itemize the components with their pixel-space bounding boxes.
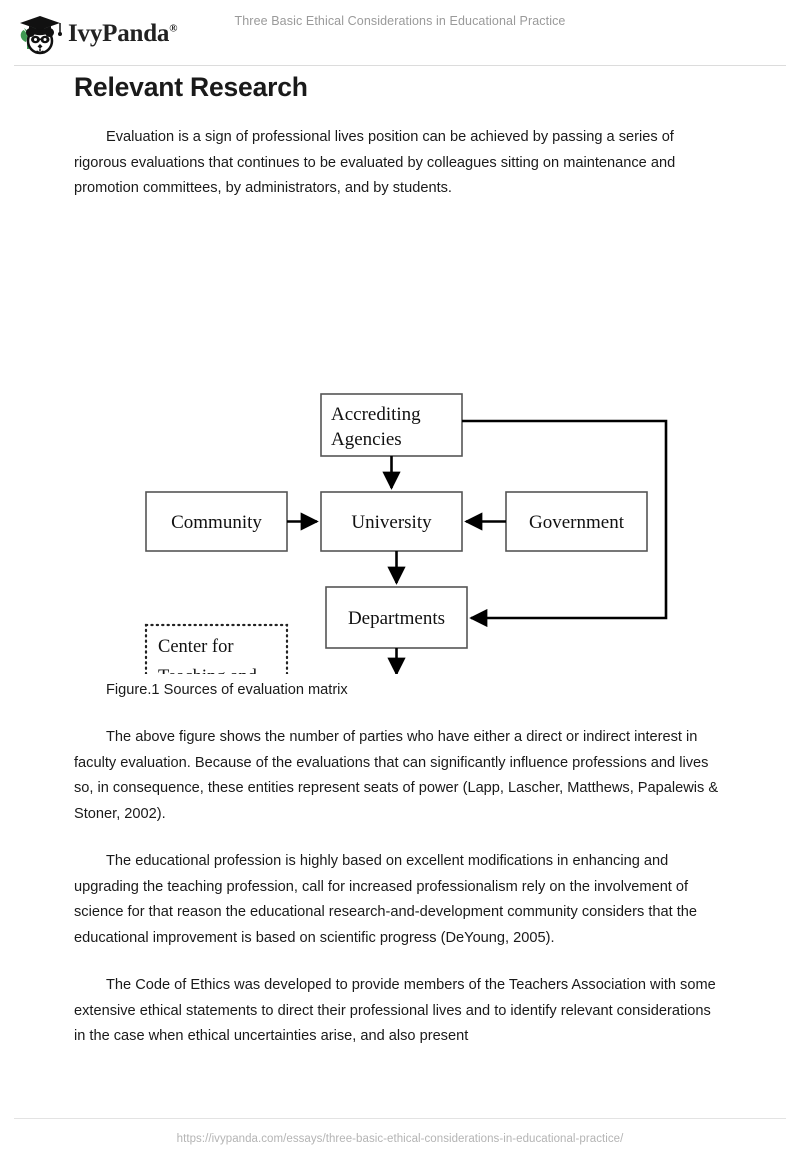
edge-accrediting-to-departments: [462, 419, 668, 627]
paragraph-figure-discussion: The above figure shows the number of par…: [74, 729, 719, 822]
source-url[interactable]: https://ivypanda.com/essays/three-basic-…: [176, 1133, 624, 1145]
node-center-for-teaching-and-learning: Center for Teaching and Learning: [144, 623, 289, 674]
registered-mark: ®: [169, 22, 178, 35]
node-label: Departments: [348, 608, 445, 629]
node-departments: Departments: [325, 585, 468, 649]
paragraph-intro: Evaluation is a sign of professional liv…: [74, 129, 676, 196]
node-government: Government: [505, 490, 648, 552]
brand-logo-link[interactable]: IvyPanda®: [14, 10, 177, 56]
node-community: Community: [145, 490, 288, 552]
document-content: Relevant Research Evaluation is a sign o…: [74, 72, 724, 1072]
brand-name-text: IvyPanda: [68, 19, 170, 47]
evaluation-matrix-diagram: Accrediting Agencies Community Universit…: [144, 392, 668, 674]
node-label-line2: Teaching and: [158, 667, 258, 674]
node-label-line1: Center for: [158, 637, 234, 657]
brand-wordmark: IvyPanda®: [68, 21, 177, 46]
node-label: University: [351, 512, 432, 533]
figure-caption: Figure.1 Sources of evaluation matrix: [106, 681, 348, 698]
page-title: Relevant Research: [74, 72, 308, 102]
node-accrediting-agencies: Accrediting Agencies: [320, 392, 463, 457]
header-divider: [14, 65, 786, 66]
node-label-line1: Accrediting: [331, 404, 421, 425]
node-label: Community: [171, 512, 262, 533]
node-label: Government: [529, 512, 625, 533]
figure-sources-of-evaluation-matrix: Accrediting Agencies Community Universit…: [72, 224, 722, 674]
node-university: University: [320, 490, 463, 552]
paragraph-code-of-ethics: The Code of Ethics was developed to prov…: [74, 977, 716, 1044]
footer-divider: [14, 1118, 786, 1119]
node-label-line2: Agencies: [331, 429, 402, 450]
paragraph-educational-profession: The educational profession is highly bas…: [74, 853, 698, 946]
panda-graduate-icon: [20, 16, 62, 55]
document-title: Three Basic Ethical Considerations in Ed…: [234, 14, 566, 28]
page-header: IvyPanda® Three Basic Ethical Considerat…: [0, 0, 800, 66]
